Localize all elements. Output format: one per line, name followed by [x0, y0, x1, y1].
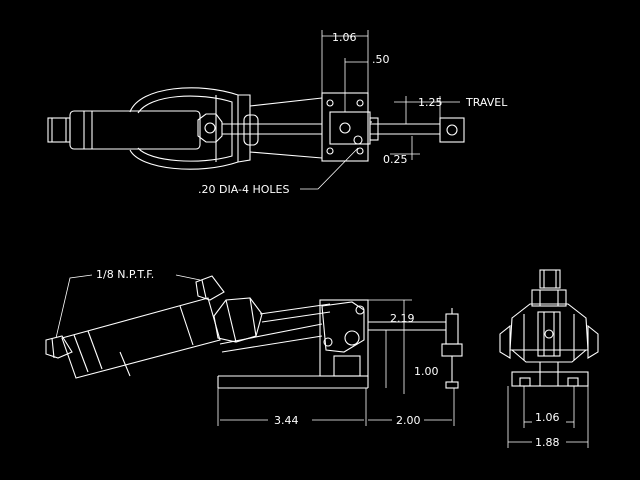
travel-label: TRAVEL: [465, 96, 508, 109]
side-dim-height-lower: 1.00: [414, 365, 439, 378]
end-dim-inner: 1.06: [535, 411, 560, 424]
top-dim-travel: 1.25: [418, 96, 443, 109]
top-view: 1.06 .50 1.25 TRAVEL 0.25 .20 DIA-4 HOLE…: [47, 30, 508, 196]
side-dim-height-upper: 2.19: [390, 312, 415, 325]
side-dim-length-left: 3.44: [274, 414, 299, 427]
end-dim-outer: 1.88: [535, 436, 560, 449]
side-dim-length-right: 2.00: [396, 414, 421, 427]
fitting-note: 1/8 N.P.T.F.: [96, 268, 154, 281]
end-view: 1.06 1.88: [499, 269, 599, 449]
holes-note: .20 DIA-4 HOLES: [198, 183, 289, 196]
top-dim-width: 1.06: [332, 31, 357, 44]
side-view: 1/8 N.P.T.F.: [45, 268, 463, 427]
top-dim-small: 0.25: [383, 153, 408, 166]
top-dim-offset: .50: [372, 53, 390, 66]
